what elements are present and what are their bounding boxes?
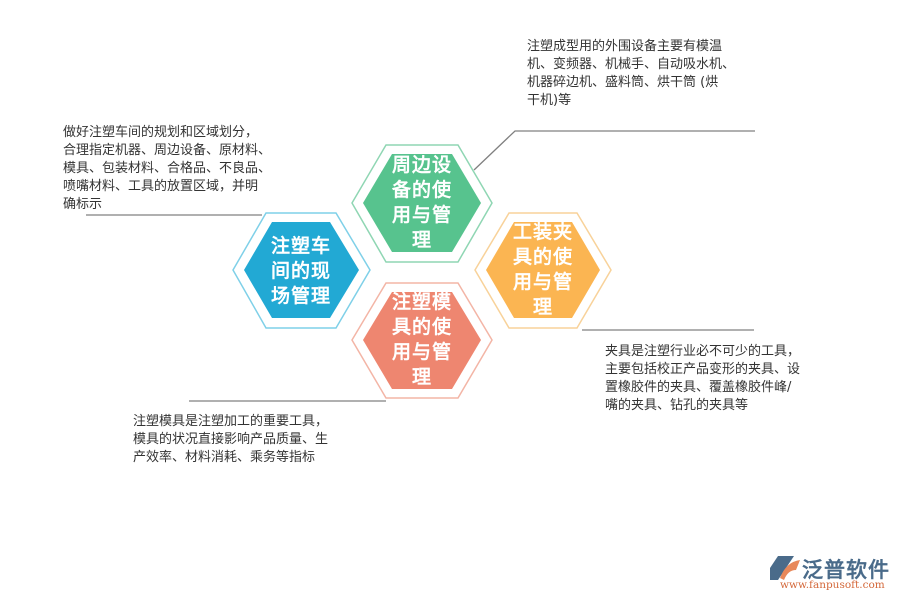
- brand-logo: 泛普软件 www.fanpusoft.com: [766, 554, 896, 594]
- connector-peripheral: [473, 130, 755, 171]
- logo-mark-icon: [770, 556, 800, 580]
- note-mold: 注塑模具是注塑加工的重要工具， 模具的状况直接影响产品质量、生 产效率、材料消耗…: [133, 414, 329, 465]
- hex-label-mold: 注塑模 具的使 用与管 理: [391, 291, 452, 388]
- note-fixture: 夹具是注塑行业必不可少的工具， 主要包括校正产品变形的夹具、设 置橡胶件的夹具、…: [605, 344, 801, 413]
- note-workshop: 做好注塑车间的规划和区域划分， 合理指定机器、周边设备、原材料、 模具、包装材料…: [63, 125, 272, 212]
- logo-url: www.fanpusoft.com: [780, 579, 885, 591]
- hex-label-fixture: 工装夹 具的使 用与管 理: [512, 221, 573, 318]
- hexagon-peripheral: [351, 144, 493, 263]
- hexagon-mold: [351, 282, 493, 399]
- note-peripheral: 注塑成型用的外围设备主要有模温 机、变频器、机械手、自动吸水机、 机器碎边机、盛…: [527, 39, 736, 108]
- hexagon-workshop: [232, 212, 371, 329]
- logo-name: 泛普软件: [802, 558, 890, 582]
- hex-label-workshop: 注塑车 间的现 场管理: [270, 235, 331, 307]
- hexagon-fixture: [474, 212, 612, 329]
- hex-label-peripheral: 周边设 备的使 用与管 理: [391, 154, 452, 251]
